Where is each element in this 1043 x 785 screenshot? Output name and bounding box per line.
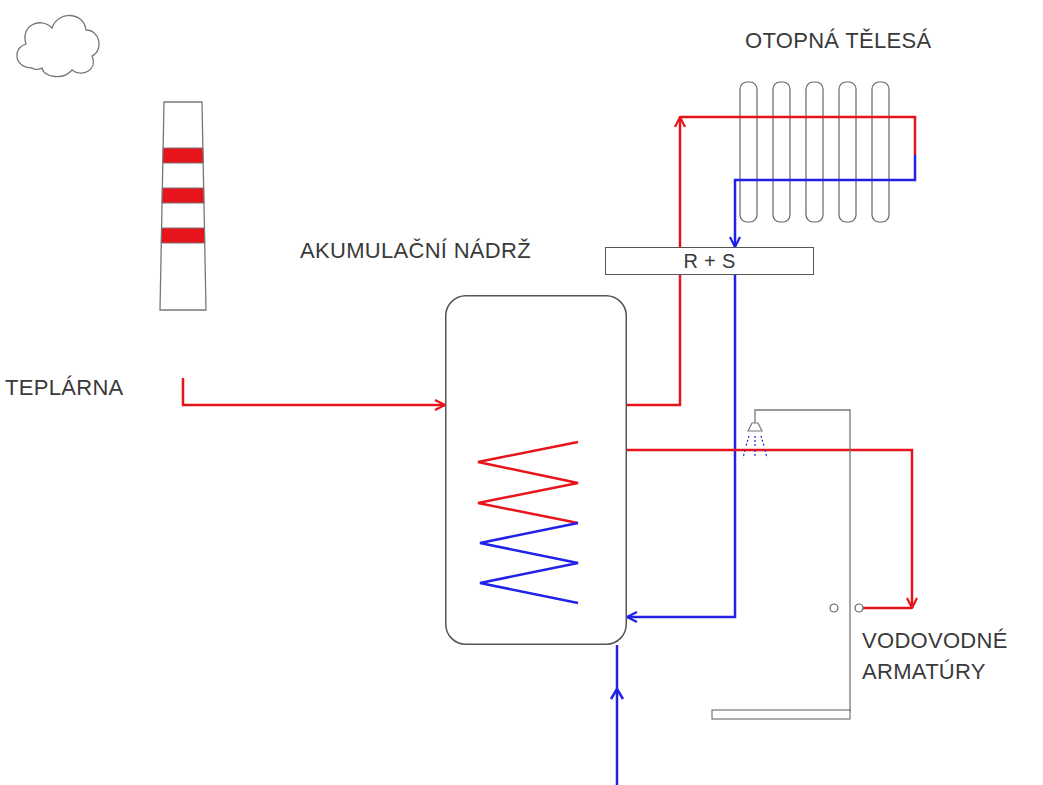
fitting-feed <box>863 607 912 610</box>
radiator-column <box>839 82 856 222</box>
water-spray <box>765 450 767 458</box>
water-spray <box>746 436 749 446</box>
fitting-knob <box>855 604 863 612</box>
pipe-connector <box>627 275 735 617</box>
chimney-band <box>162 188 204 203</box>
chimney <box>160 102 206 310</box>
pipe-connector <box>734 225 737 247</box>
tank-shell <box>446 296 627 645</box>
water-spray <box>743 450 745 458</box>
water-spray <box>754 436 755 446</box>
inlet-arrow <box>611 689 623 699</box>
radiator: OTOPNÁ TĚLESÁ <box>680 75 920 225</box>
shower-tray <box>712 710 850 719</box>
radiator-figure <box>680 75 920 225</box>
control-box-label: R + S <box>606 249 813 273</box>
heating-plant-label: TEPLÁRNA <box>5 372 124 404</box>
coil-hot <box>478 442 578 523</box>
radiator-column <box>806 82 823 222</box>
coil-cold <box>480 523 578 603</box>
shower-pipe <box>755 410 850 712</box>
control-box: R + S <box>605 247 814 275</box>
pipe-connector <box>627 450 912 608</box>
radiator-return <box>735 155 915 225</box>
radiator-column <box>740 82 757 222</box>
storage-tank-figure <box>445 295 627 645</box>
water-spray <box>754 450 755 458</box>
storage-tank-label: AKUMULAČNÍ NÁDRŽ <box>300 235 531 267</box>
heating-plant: TEPLÁRNA <box>0 90 183 400</box>
shower-head <box>748 423 762 431</box>
inlet-pipe <box>616 645 619 785</box>
water-fittings: VODOVODNÉ ARMATÚRY <box>705 608 1005 723</box>
water-spray <box>761 436 764 446</box>
water-fittings-label: VODOVODNÉ ARMATÚRY <box>862 626 1012 688</box>
chimney-band <box>163 148 203 163</box>
radiator-label: OTOPNÁ TĚLESÁ <box>745 25 932 57</box>
fitting-knob <box>830 604 838 612</box>
heating-plant-figure <box>0 90 183 400</box>
chimney-band <box>161 228 204 243</box>
radiator-supply <box>680 117 915 155</box>
storage-tank: AKUMULAČNÍ NÁDRŽ <box>445 295 627 645</box>
radiator-column <box>872 82 889 222</box>
smoke-cloud <box>17 15 99 76</box>
radiator-column <box>773 82 790 222</box>
pipe-connector <box>183 378 445 405</box>
